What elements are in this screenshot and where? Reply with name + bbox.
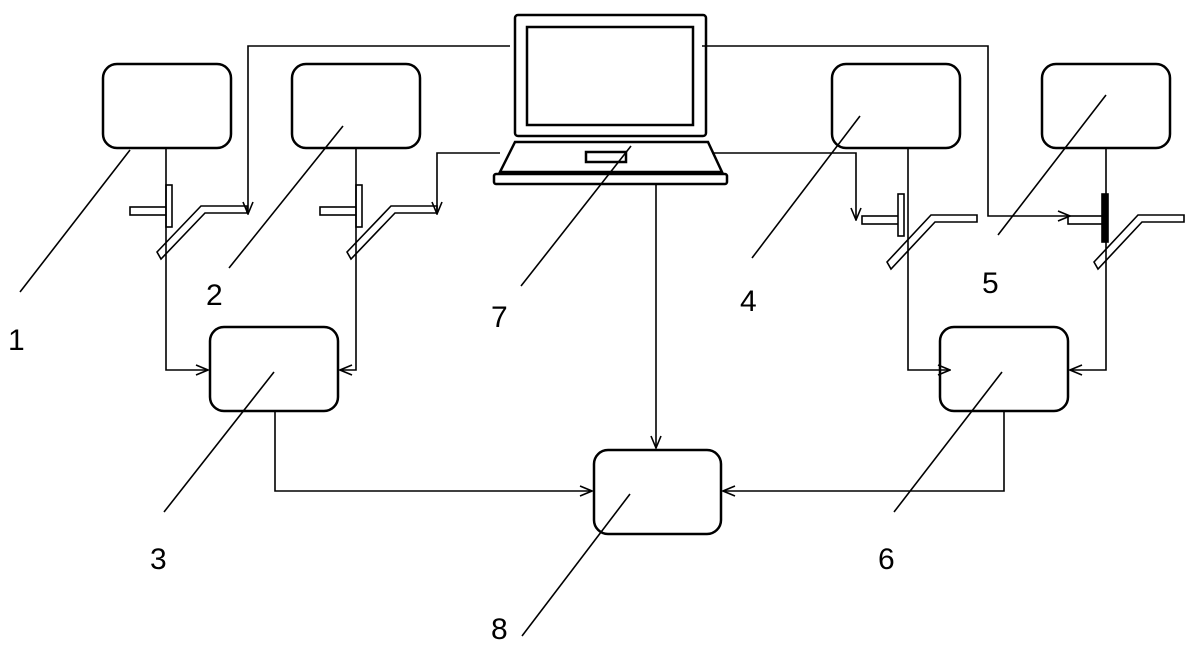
leader-8 [521, 493, 631, 637]
block-8 [592, 448, 723, 536]
label-3: 3 [150, 543, 167, 576]
label-8: 8 [491, 613, 508, 646]
wire-1-to-3 [165, 148, 208, 370]
wire-7-to-valve-4 [712, 152, 856, 220]
block-2 [290, 62, 422, 150]
block-3 [208, 325, 340, 413]
wire-7-to-valve-2 [437, 152, 500, 214]
label-7: 7 [491, 301, 508, 334]
label-6: 6 [878, 543, 895, 576]
wire-7-to-valve-5 [702, 45, 1070, 216]
label-5: 5 [982, 267, 999, 300]
wire-3-to-8 [274, 411, 592, 491]
label-4: 4 [740, 285, 757, 318]
leader-3 [163, 371, 275, 513]
valve-1 [129, 184, 248, 261]
leader-6 [893, 371, 1003, 513]
wire-5-to-6 [1070, 148, 1107, 370]
laptop-icon [492, 13, 729, 186]
leader-1 [19, 149, 131, 293]
valve-5 [1067, 193, 1185, 271]
leader-5 [997, 94, 1107, 236]
wire-7-to-valve-1 [248, 45, 510, 214]
block-5 [1040, 62, 1172, 150]
leader-7 [520, 145, 632, 287]
block-6 [938, 325, 1070, 413]
leader-2 [228, 125, 344, 269]
valve-2 [319, 184, 438, 261]
block-1 [101, 62, 233, 150]
wire-2-to-3 [340, 148, 357, 370]
label-1: 1 [8, 324, 25, 357]
leader-4 [751, 115, 861, 259]
block-4 [830, 62, 962, 150]
wire-6-to-8 [723, 411, 1005, 491]
valve-4 [861, 193, 978, 271]
label-2: 2 [206, 279, 223, 312]
wire-4-to-6 [907, 148, 950, 370]
